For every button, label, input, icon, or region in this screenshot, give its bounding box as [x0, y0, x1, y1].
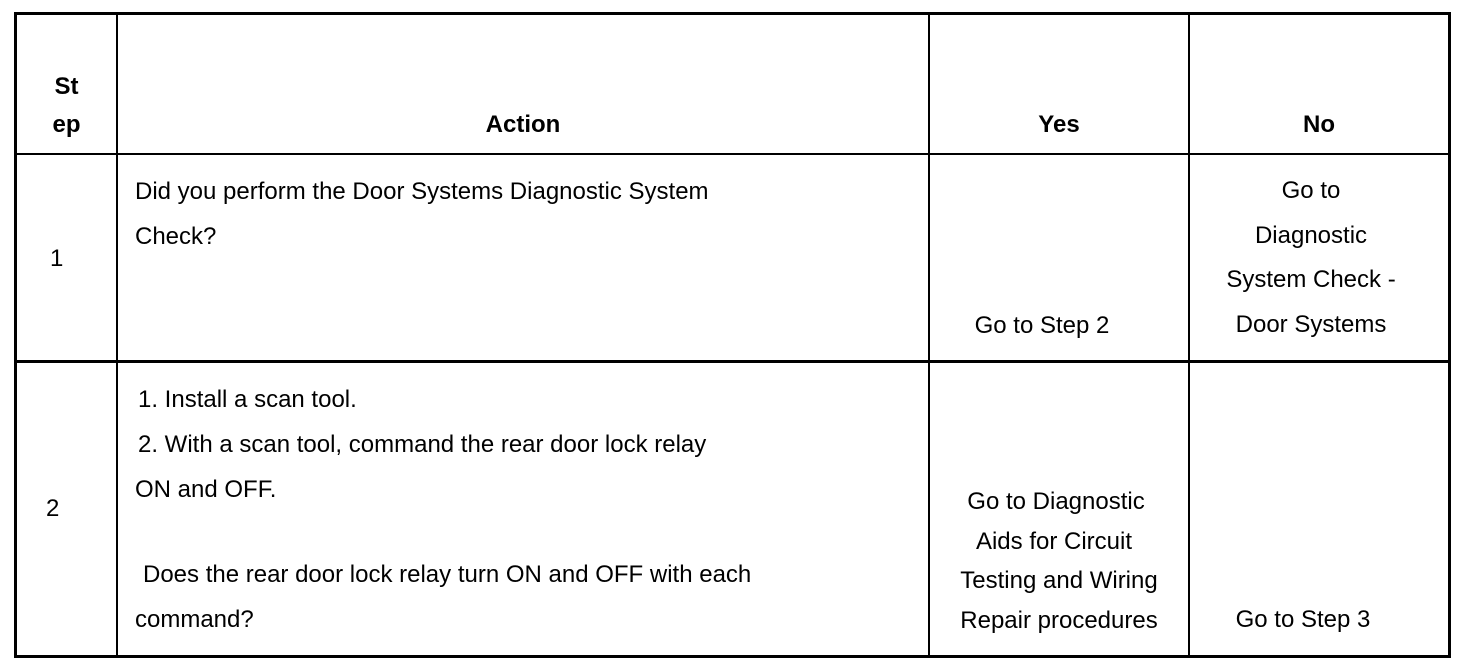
row-2-action: 1. Install a scan tool. 2. With a scan t…	[135, 377, 751, 642]
row-1-action: Did you perform the Door Systems Diagnos…	[135, 169, 709, 259]
header-step: St ep	[17, 68, 116, 144]
header-action-label: Action	[485, 111, 561, 138]
action-line: Did you perform the Door Systems Diagnos…	[135, 178, 709, 205]
header-no: No	[1190, 106, 1448, 144]
table-border-right	[1448, 12, 1451, 658]
header-step-line1: St	[54, 73, 79, 100]
no-link-text: Go to Step 3	[1235, 606, 1371, 633]
yes-line: Go to Diagnostic	[967, 488, 1145, 515]
no-line: Go to	[1281, 177, 1341, 204]
row-2-step: 2	[46, 486, 59, 531]
action-line: ON and OFF.	[135, 476, 277, 503]
row-1-no: Go to Diagnostic System Check - Door Sys…	[1190, 169, 1432, 347]
action-question-line: command?	[135, 606, 254, 633]
header-step-line2: ep	[52, 111, 81, 138]
row-1-step: 1	[50, 236, 63, 281]
header-yes: Yes	[930, 106, 1188, 144]
header-yes-label: Yes	[1038, 111, 1080, 138]
table-border-bottom	[14, 655, 1451, 658]
row-2-yes: Go to Diagnostic Aids for Circuit Testin…	[930, 482, 1188, 640]
row-1-yes: Go to Step 2	[930, 303, 1154, 348]
yes-line: Aids for Circuit	[975, 527, 1133, 555]
row-divider	[14, 360, 1451, 363]
action-question-line: Does the rear door lock relay turn ON an…	[143, 561, 752, 588]
column-divider-yes	[1188, 12, 1190, 658]
no-line: Door Systems	[1235, 310, 1387, 338]
column-divider-step	[116, 12, 118, 658]
table-border-top	[14, 12, 1451, 15]
action-step-line: 2. With a scan tool, command the rear do…	[138, 431, 707, 458]
step-number: 1	[50, 245, 64, 272]
yes-line: Testing and Wiring	[960, 567, 1158, 594]
no-line: System Check -	[1226, 266, 1396, 293]
header-divider	[14, 153, 1451, 155]
header-no-label: No	[1303, 111, 1335, 138]
table-border-left	[14, 12, 17, 658]
column-divider-action	[928, 12, 930, 658]
row-2-no: Go to Step 3	[1190, 597, 1416, 642]
no-line: Diagnostic	[1254, 221, 1368, 249]
yes-link-text: Go to Step 2	[974, 312, 1110, 339]
step-number: 2	[46, 495, 60, 522]
header-action: Action	[118, 106, 928, 144]
yes-line: Repair procedures	[960, 606, 1158, 634]
action-line: Check?	[135, 223, 217, 250]
action-step-line: 1. Install a scan tool.	[138, 386, 357, 413]
